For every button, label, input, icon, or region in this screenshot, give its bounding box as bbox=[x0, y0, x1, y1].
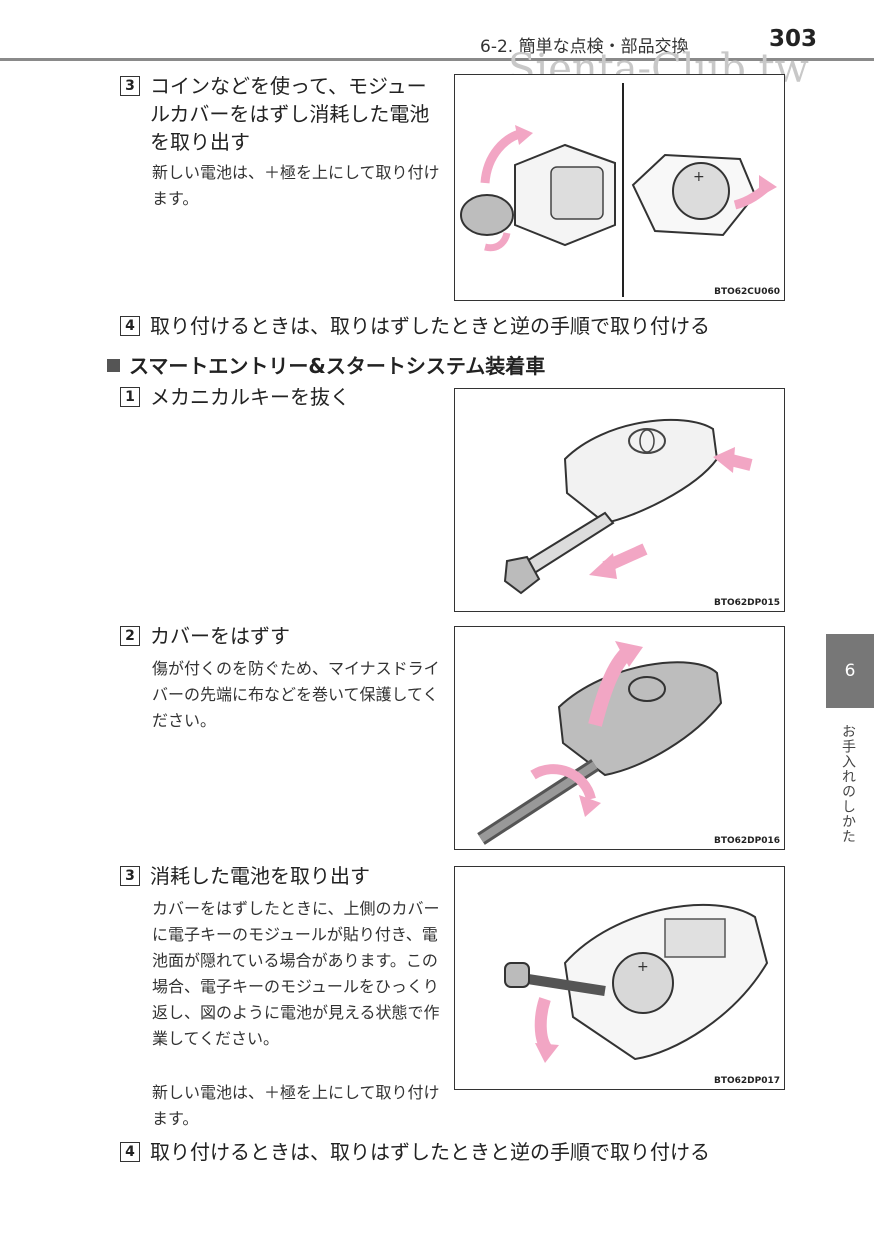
step-number: 2 bbox=[120, 626, 140, 646]
figure-remove-battery: + BTO62DP017 bbox=[454, 866, 785, 1090]
step-note: 新しい電池は、＋極を上にして取り付けます。 bbox=[152, 163, 440, 208]
section-label: 6-2. 簡単な点検・部品交換 bbox=[480, 37, 689, 57]
step-note: 傷が付くのを防ぐため、マイナスドライバーの先端に布などを巻いて保護してください。 bbox=[152, 659, 440, 730]
figure-illustration: + bbox=[460, 83, 777, 297]
step-title: 取り付けるときは、取りはずしたときと逆の手順で取り付ける bbox=[150, 314, 710, 338]
figure-illustration bbox=[503, 418, 753, 595]
step-title: 取り付けるときは、取りはずしたときと逆の手順で取り付ける bbox=[150, 1140, 710, 1164]
subsection-heading-text: スマートエントリー&スタートシステム装着車 bbox=[129, 354, 546, 378]
svg-text:+: + bbox=[637, 959, 649, 975]
header-rule bbox=[0, 58, 874, 61]
step-1-row: 1 メカニカルキーを抜く bbox=[120, 383, 440, 411]
step-number: 4 bbox=[120, 1142, 140, 1162]
step-2-row: 2 カバーをはずす bbox=[120, 622, 440, 650]
subsection-heading: スマートエントリー&スタートシステム装着車 bbox=[107, 350, 545, 379]
step-title: カバーをはずす bbox=[150, 624, 290, 648]
step-note: カバーをはずしたときに、上側のカバーに電子キーのモジュールが貼り付き、電池面が隠… bbox=[152, 899, 440, 1048]
step-3-row: 3 コインなどを使って、モジュールカバーをはずし消耗した電池を取り出す bbox=[120, 72, 440, 156]
step-4-row: 4 取り付けるときは、取りはずしたときと逆の手順で取り付ける bbox=[120, 312, 820, 340]
chapter-tab: 6 bbox=[826, 634, 874, 708]
step-3-row: 3 消耗した電池を取り出す bbox=[120, 862, 440, 890]
step-number: 1 bbox=[120, 387, 140, 407]
figure-mechanical-key: BTO62DP015 bbox=[454, 388, 785, 612]
figure-illustration bbox=[477, 641, 723, 845]
step-number: 3 bbox=[120, 76, 140, 96]
step-title: メカニカルキーを抜く bbox=[150, 385, 350, 409]
step-number: 4 bbox=[120, 316, 140, 336]
step-title: コインなどを使って、モジュールカバーをはずし消耗した電池を取り出す bbox=[150, 74, 430, 154]
figure-code: BTO62DP017 bbox=[713, 1076, 780, 1086]
page-number: 303 bbox=[769, 26, 818, 52]
step-number: 3 bbox=[120, 866, 140, 886]
figure-code: BTO62DP016 bbox=[713, 836, 780, 846]
chapter-tab-label: お手入れのしかた bbox=[840, 724, 856, 844]
figure-coin-cell-removal: + BTO62CU060 bbox=[454, 74, 785, 301]
figure-code: BTO62DP015 bbox=[713, 598, 780, 608]
square-bullet-icon bbox=[107, 359, 120, 372]
figure-code: BTO62CU060 bbox=[714, 287, 780, 297]
svg-text:+: + bbox=[693, 169, 705, 185]
step-note: 新しい電池は、＋極を上にして取り付けます。 bbox=[152, 1083, 440, 1128]
figure-illustration: + bbox=[504, 903, 769, 1063]
step-4-row: 4 取り付けるときは、取りはずしたときと逆の手順で取り付ける bbox=[120, 1138, 820, 1166]
step-title: 消耗した電池を取り出す bbox=[150, 864, 370, 888]
figure-remove-cover: BTO62DP016 bbox=[454, 626, 785, 850]
